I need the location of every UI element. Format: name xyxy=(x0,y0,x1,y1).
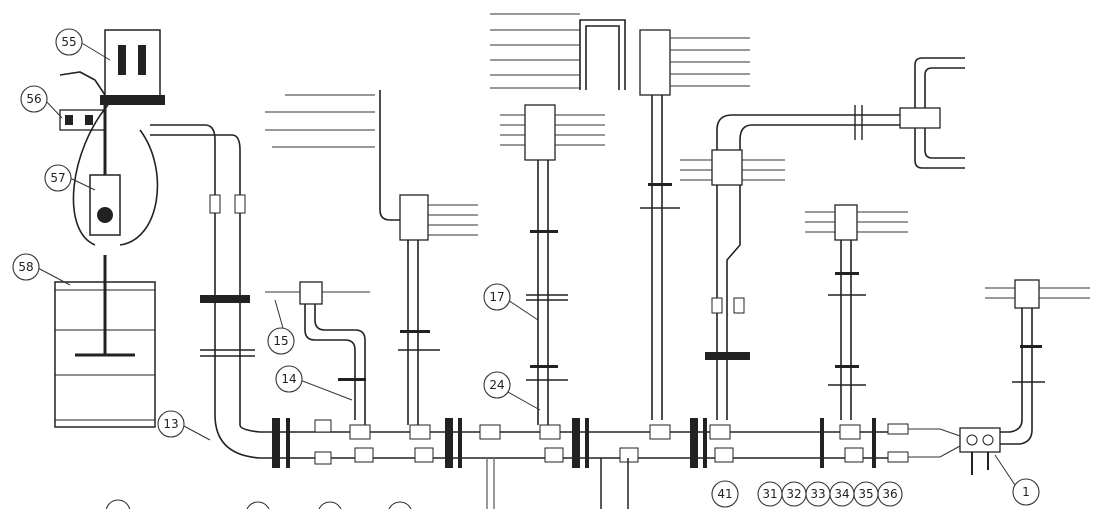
distribution-block-e xyxy=(805,204,908,420)
filter-regulator xyxy=(59,109,106,131)
svg-text:34: 34 xyxy=(834,487,849,501)
callout-1: 1 xyxy=(1012,478,1040,506)
distribution-block-small xyxy=(265,281,370,425)
leader-lines xyxy=(37,41,1016,486)
callout-56: 56 xyxy=(20,85,48,113)
svg-text:36: 36 xyxy=(882,487,897,501)
callout-17: 17 xyxy=(483,283,511,311)
distribution-block-c xyxy=(490,13,750,420)
distribution-block-a xyxy=(265,90,478,425)
svg-text:17: 17 xyxy=(489,290,504,304)
svg-text:41: 41 xyxy=(717,487,732,501)
callout-24: 24 xyxy=(483,371,511,399)
distribution-block-b xyxy=(500,104,605,425)
svg-text:33: 33 xyxy=(810,487,825,501)
main-feed-line xyxy=(150,124,900,459)
callout-31: 31 xyxy=(757,481,783,507)
callout-35: 35 xyxy=(853,481,879,507)
svg-text:57: 57 xyxy=(50,171,65,185)
callout-partial-4 xyxy=(388,501,412,509)
callout-41: 41 xyxy=(711,480,739,508)
callout-partial-1 xyxy=(105,499,131,509)
svg-text:56: 56 xyxy=(26,92,41,106)
callout-14: 14 xyxy=(275,365,303,393)
callout-57: 57 xyxy=(44,164,72,192)
callout-15: 15 xyxy=(267,327,295,355)
callout-33: 33 xyxy=(805,481,831,507)
callout-partial-3 xyxy=(318,501,342,509)
callout-partial-2 xyxy=(246,501,270,509)
svg-text:31: 31 xyxy=(762,487,777,501)
svg-text:24: 24 xyxy=(489,378,504,392)
distribution-block-f xyxy=(908,279,1090,475)
callout-32: 32 xyxy=(781,481,807,507)
svg-text:32: 32 xyxy=(786,487,801,501)
grease-drum xyxy=(54,255,156,428)
svg-text:58: 58 xyxy=(18,260,33,274)
callout-34: 34 xyxy=(829,481,855,507)
svg-text:55: 55 xyxy=(61,35,76,49)
callout-36: 36 xyxy=(877,481,903,507)
distribution-block-d xyxy=(680,57,965,420)
svg-text:13: 13 xyxy=(163,417,178,431)
svg-text:14: 14 xyxy=(281,372,296,386)
pump-unit xyxy=(59,29,165,105)
svg-text:15: 15 xyxy=(273,334,288,348)
pump-hose-assembly xyxy=(72,104,159,246)
svg-text:35: 35 xyxy=(858,487,873,501)
callout-13: 13 xyxy=(157,410,185,438)
callout-55: 55 xyxy=(55,28,83,56)
svg-text:1: 1 xyxy=(1022,485,1030,499)
callout-58: 58 xyxy=(12,253,40,281)
header-fittings xyxy=(272,418,909,509)
